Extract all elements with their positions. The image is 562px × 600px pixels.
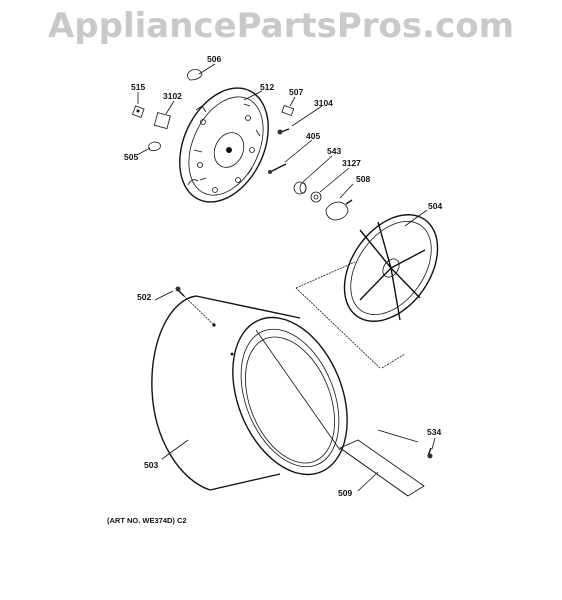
part-405-screw bbox=[268, 163, 287, 174]
part-3102 bbox=[153, 112, 171, 130]
callout-504: 504 bbox=[428, 201, 442, 211]
callout-405: 405 bbox=[306, 131, 320, 141]
art-number: (ART NO. WE374D) C2 bbox=[107, 516, 187, 525]
part-506 bbox=[187, 69, 203, 81]
callout-506: 506 bbox=[207, 54, 221, 64]
callout-3102: 3102 bbox=[163, 91, 182, 101]
part-507 bbox=[281, 104, 295, 116]
callout-512: 512 bbox=[260, 82, 274, 92]
callout-503: 503 bbox=[144, 460, 158, 470]
part-3127-washer bbox=[310, 191, 322, 203]
part-502-screw bbox=[175, 286, 215, 326]
part-515 bbox=[132, 105, 145, 118]
part-505 bbox=[148, 141, 161, 152]
part-543-bearing bbox=[293, 181, 307, 195]
watermark-text: AppliancePartsPros.com bbox=[47, 6, 514, 46]
callout-507: 507 bbox=[289, 87, 303, 97]
callout-515: 515 bbox=[131, 82, 145, 92]
callout-543: 543 bbox=[327, 146, 341, 156]
rear-bulkhead bbox=[179, 87, 269, 203]
callout-505: 505 bbox=[124, 152, 138, 162]
callout-508: 508 bbox=[356, 174, 370, 184]
part-534-screw bbox=[427, 447, 433, 459]
callout-3127: 3127 bbox=[342, 158, 361, 168]
callout-3104: 3104 bbox=[314, 98, 333, 108]
callout-534: 534 bbox=[427, 427, 441, 437]
leader-lines bbox=[136, 63, 436, 492]
callout-509: 509 bbox=[338, 488, 352, 498]
drum-rear-panel bbox=[343, 214, 439, 322]
part-509-lifter bbox=[339, 439, 425, 497]
part-508-shaft bbox=[325, 199, 353, 221]
dryer-drum bbox=[151, 295, 348, 491]
part-3104-screw bbox=[277, 128, 290, 135]
callout-502: 502 bbox=[137, 292, 151, 302]
